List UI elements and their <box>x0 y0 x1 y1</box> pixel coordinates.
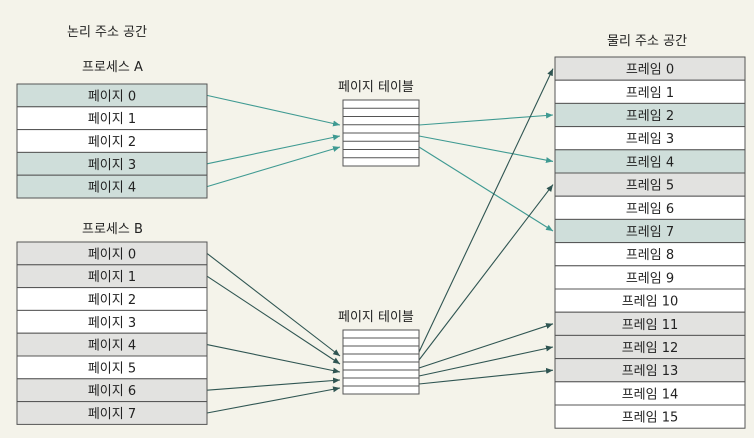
mapping-arrow <box>206 377 341 391</box>
mapping-arrow <box>206 344 341 374</box>
page-row-label: 페이지 3 <box>88 316 136 331</box>
mapping-arrow <box>206 252 341 357</box>
frame-row: 프레임 10 <box>554 288 746 313</box>
frame-row: 프레임 3 <box>554 126 746 151</box>
frame-row: 프레임 1 <box>554 79 746 104</box>
page-row: 페이지 0 <box>16 83 208 108</box>
page-row-label: 페이지 6 <box>88 384 136 399</box>
process-a-pages: 페이지 0 페이지 1 페이지 2 페이지 3 페이지 4 <box>16 83 208 199</box>
process-a-arrows <box>206 94 554 232</box>
frame-row-label: 프레임 1 <box>626 86 674 101</box>
mapping-arrow <box>418 135 554 164</box>
mapping-arrow <box>418 146 554 232</box>
frame-row: 프레임 13 <box>554 358 746 383</box>
page-row-box <box>16 401 208 425</box>
frame-row-label: 프레임 15 <box>622 411 679 426</box>
page-row: 페이지 7 <box>16 401 208 425</box>
frame-row-label: 프레임 4 <box>626 155 674 170</box>
physical-address-space-title: 물리 주소 공간 <box>607 34 687 49</box>
mapping-arrow <box>206 134 341 165</box>
page-table-b-title: 페이지 테이블 <box>338 310 414 325</box>
process-b-arrows <box>206 68 554 414</box>
frame-row-label: 프레임 9 <box>626 271 674 286</box>
frame-row-box <box>554 404 746 429</box>
mapping-arrow <box>206 386 341 414</box>
page-row: 페이지 0 <box>16 241 208 266</box>
page-table-b <box>342 329 420 395</box>
frame-row-label: 프레임 13 <box>622 364 679 379</box>
page-row: 페이지 1 <box>16 264 208 289</box>
process-b-pages: 페이지 0 페이지 1 페이지 2 페이지 3 페이지 4 페이지 5 페이지 6 페이지 7 <box>16 241 208 425</box>
mapping-arrow <box>206 94 341 127</box>
mapping-arrow <box>418 112 554 126</box>
page-row-label: 페이지 1 <box>88 112 136 127</box>
mapping-arrow <box>418 323 554 369</box>
page-row: 페이지 1 <box>16 106 208 131</box>
frame-row-label: 프레임 3 <box>626 132 674 147</box>
mapping-arrow <box>418 367 554 385</box>
mapping-arrow <box>418 184 554 361</box>
page-row-label: 페이지 1 <box>88 270 136 285</box>
mapping-arrow <box>206 146 341 188</box>
frame-row: 프레임 2 <box>554 102 746 128</box>
logical-address-space-title: 논리 주소 공간 <box>67 25 147 40</box>
page-row-label: 페이지 0 <box>88 89 136 104</box>
page-row-label: 페이지 2 <box>88 293 136 308</box>
frame-row: 프레임 15 <box>554 404 746 429</box>
page-row-label: 페이지 2 <box>88 135 136 150</box>
page-row-label: 페이지 0 <box>88 247 136 262</box>
frame-row: 프레임 5 <box>554 172 746 197</box>
mapping-arrow <box>418 345 554 377</box>
page-row: 페이지 2 <box>16 287 208 311</box>
page-table-a-title: 페이지 테이블 <box>338 80 414 95</box>
mapping-arrow <box>418 68 554 353</box>
mapping-arrow <box>206 275 341 365</box>
frame-row-label: 프레임 12 <box>622 341 679 356</box>
page-row: 페이지 5 <box>16 355 208 380</box>
page-row-box <box>16 174 208 199</box>
page-row: 페이지 3 <box>16 309 208 334</box>
frame-row-label: 프레임 5 <box>626 179 674 194</box>
process-b-title: 프로세스 B <box>82 222 143 237</box>
frame-row: 프레임 9 <box>554 265 746 290</box>
page-row: 페이지 4 <box>16 332 208 357</box>
page-row-label: 페이지 4 <box>88 181 136 196</box>
frame-row-label: 프레임 14 <box>622 387 679 402</box>
frame-row: 프레임 8 <box>554 242 746 267</box>
frame-row: 프레임 14 <box>554 381 746 406</box>
frame-row-label: 프레임 0 <box>626 63 674 78</box>
frame-row-label: 프레임 8 <box>626 248 674 263</box>
frame-row: 프레임 0 <box>554 56 746 81</box>
page-row: 페이지 3 <box>16 151 208 176</box>
process-a-title: 프로세스 A <box>82 60 143 75</box>
page-table-a <box>342 99 420 167</box>
page-row-label: 페이지 4 <box>88 339 136 354</box>
frame-row: 프레임 12 <box>554 334 746 360</box>
frame-row-label: 프레임 7 <box>626 225 674 240</box>
page-row-label: 페이지 5 <box>88 361 136 376</box>
physical-frames: 프레임 0 프레임 1 프레임 2 프레임 3 프레임 4 프레임 5 프레임 6 프레임 7… <box>554 56 746 429</box>
frame-row-label: 프레임 6 <box>626 202 674 217</box>
page-row-label: 페이지 3 <box>88 158 136 173</box>
page-row-label: 페이지 7 <box>88 407 136 422</box>
frame-row-label: 프레임 2 <box>626 109 674 124</box>
frame-row-label: 프레임 10 <box>622 295 679 310</box>
frame-row: 프레임 7 <box>554 218 746 244</box>
page-row: 페이지 4 <box>16 174 208 199</box>
frame-row: 프레임 4 <box>554 149 746 174</box>
frame-row: 프레임 11 <box>554 311 746 336</box>
page-row: 페이지 2 <box>16 129 208 153</box>
page-row: 페이지 6 <box>16 378 208 403</box>
frame-row: 프레임 6 <box>554 195 746 220</box>
frame-row-label: 프레임 11 <box>622 318 679 333</box>
